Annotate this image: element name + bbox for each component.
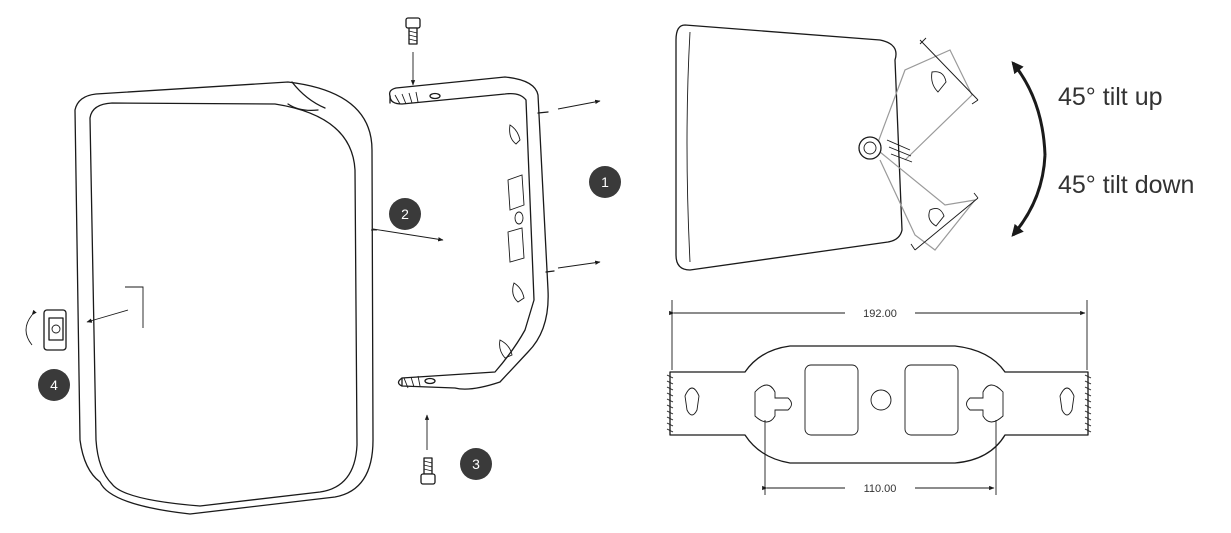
svg-text:1: 1 — [601, 174, 609, 190]
screw-top — [405, 17, 421, 45]
speaker-rear-knob — [43, 309, 67, 351]
arrow-step-1-bottom — [557, 260, 601, 269]
dimension-holes: 110.00 — [762, 420, 997, 495]
step-badge-1: 1 — [589, 166, 621, 198]
rotate-arrow-icon — [25, 309, 37, 346]
step-badge-3: 3 — [460, 448, 492, 480]
arrow-step-1-top — [557, 99, 601, 110]
dimension-holes-label: 110.00 — [864, 483, 897, 495]
arrow-step-2 — [372, 228, 444, 242]
dimension-overall: 192.00 — [669, 300, 1088, 370]
speaker-cabinet — [74, 81, 377, 515]
bracket-tilt-up — [876, 37, 979, 161]
speaker-side-view — [675, 24, 903, 271]
bracket-plate — [666, 345, 1092, 464]
bracket-tilt-down — [879, 151, 979, 251]
tilt-pivot — [858, 136, 913, 163]
tilt-down-arrow-icon — [1011, 154, 1047, 237]
dimension-overall-label: 192.00 — [863, 308, 897, 320]
step-badge-4: 4 — [38, 369, 70, 401]
arrow-step-4 — [86, 309, 129, 323]
screw-bottom — [420, 457, 436, 485]
tilt-up-label: 45° tilt up — [1058, 83, 1163, 111]
svg-text:2: 2 — [401, 206, 409, 222]
u-bracket — [388, 76, 555, 390]
svg-text:3: 3 — [472, 456, 480, 472]
svg-text:4: 4 — [50, 377, 58, 393]
tilt-up-arrow-icon — [1011, 61, 1047, 156]
step-badge-2: 2 — [389, 198, 421, 230]
tilt-down-label: 45° tilt down — [1058, 171, 1194, 199]
